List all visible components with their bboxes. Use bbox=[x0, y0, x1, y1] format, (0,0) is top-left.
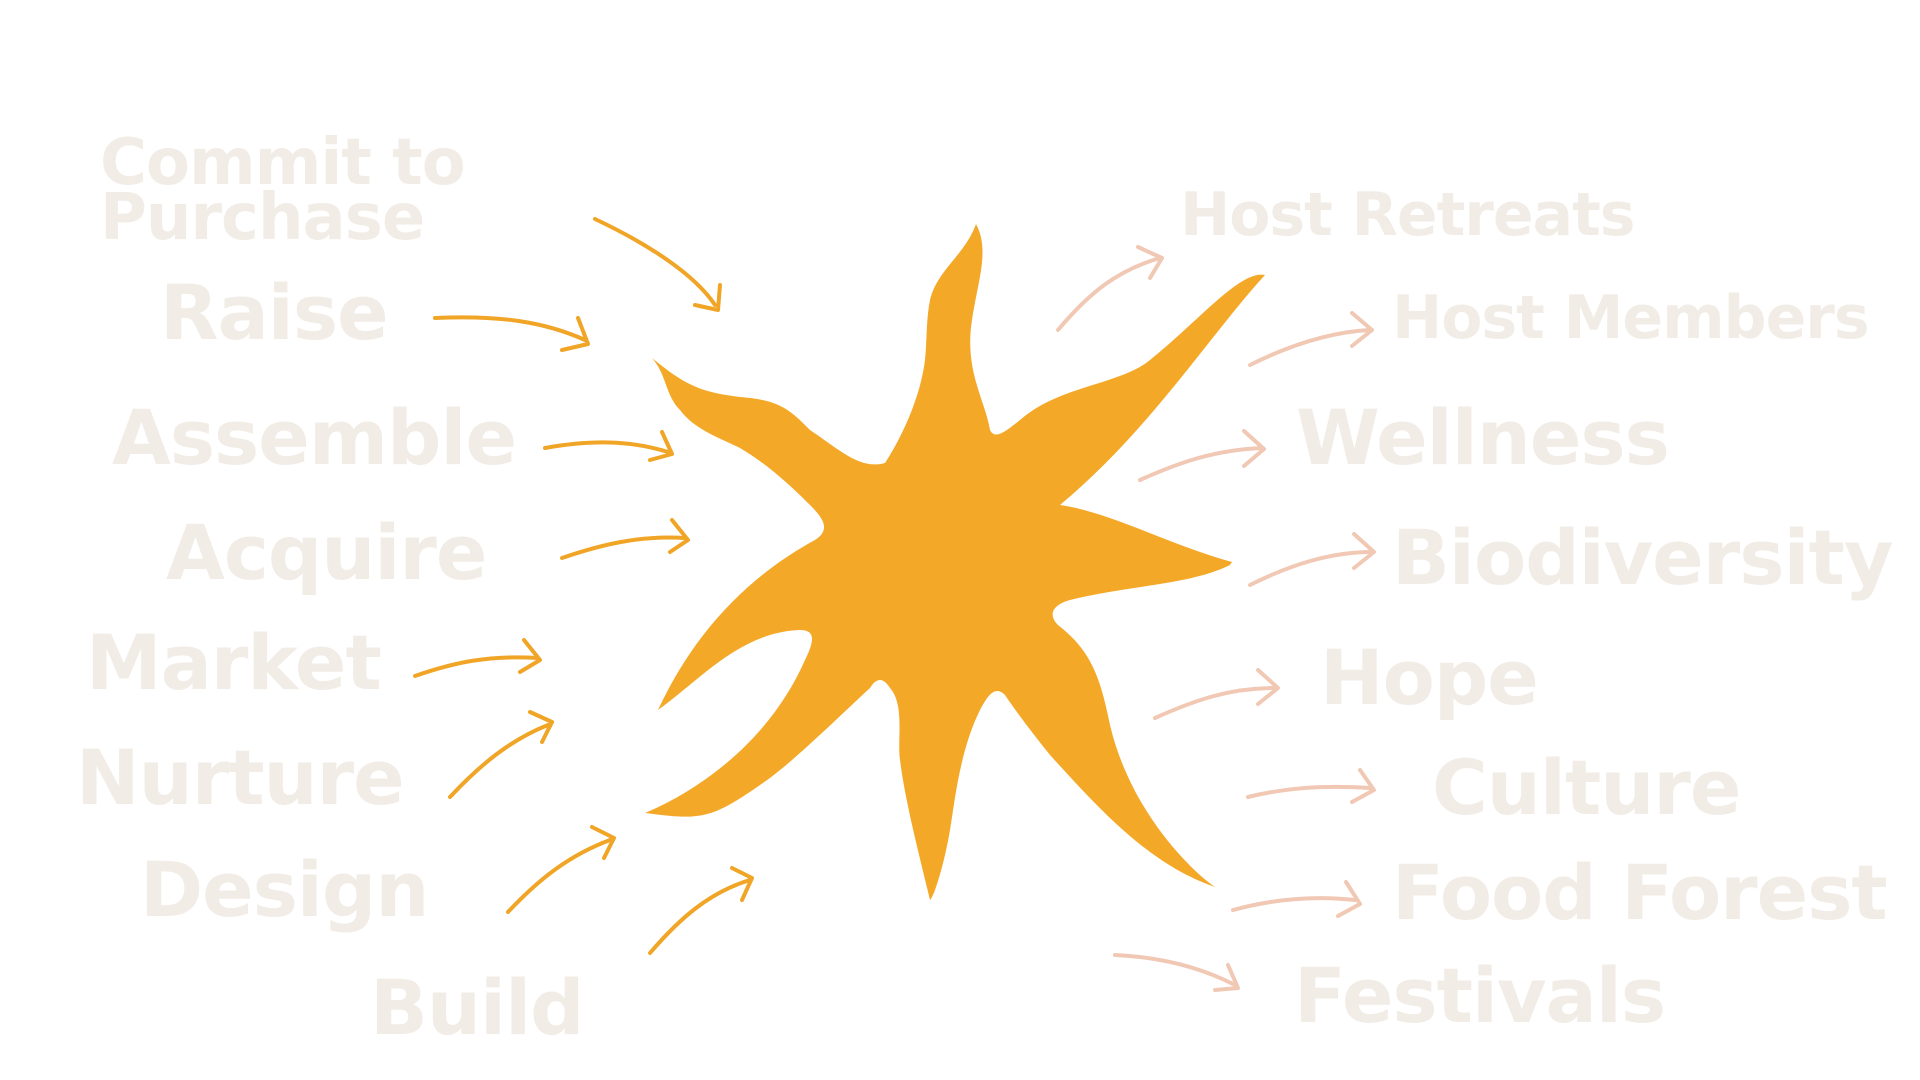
input-label-commit-to-purchase: Commit to Purchase bbox=[100, 136, 560, 246]
sun-star-icon bbox=[645, 224, 1265, 900]
output-label-festivals: Festivals bbox=[1294, 958, 1665, 1034]
arrow-out-culture bbox=[1248, 770, 1374, 802]
arrow-in-nurture bbox=[450, 712, 552, 797]
output-label-biodiversity: Biodiversity bbox=[1392, 520, 1892, 596]
input-label-market: Market bbox=[86, 625, 381, 701]
arrow-out-biodiversity bbox=[1250, 534, 1374, 585]
arrow-in-build bbox=[650, 868, 752, 953]
arrow-in-design bbox=[508, 827, 614, 912]
input-label-acquire: Acquire bbox=[166, 515, 486, 591]
arrow-out-host-retreats bbox=[1058, 247, 1162, 330]
input-label-raise: Raise bbox=[160, 275, 388, 351]
arrow-in-market bbox=[415, 640, 540, 676]
arrow-in-assemble bbox=[545, 432, 672, 460]
arrow-out-host-members bbox=[1250, 313, 1372, 365]
arrow-out-food-forest bbox=[1233, 882, 1360, 916]
output-label-culture: Culture bbox=[1432, 750, 1740, 826]
output-label-food-forest: Food Forest bbox=[1392, 855, 1887, 931]
output-label-wellness: Wellness bbox=[1296, 400, 1669, 476]
input-label-nurture: Nurture bbox=[76, 740, 404, 816]
arrow-in-acquire bbox=[562, 520, 688, 558]
arrow-out-hope bbox=[1155, 670, 1278, 718]
arrow-out-festivals bbox=[1115, 955, 1238, 990]
arrow-in-commit bbox=[595, 219, 720, 310]
output-label-hope: Hope bbox=[1320, 640, 1538, 716]
input-label-design: Design bbox=[140, 852, 428, 928]
input-label-assemble: Assemble bbox=[112, 400, 516, 476]
output-label-host-members: Host Members bbox=[1392, 288, 1869, 348]
arrow-in-raise bbox=[435, 317, 588, 350]
output-label-host-retreats: Host Retreats bbox=[1180, 185, 1634, 245]
input-label-build: Build bbox=[370, 970, 584, 1046]
arrow-out-wellness bbox=[1140, 431, 1264, 480]
